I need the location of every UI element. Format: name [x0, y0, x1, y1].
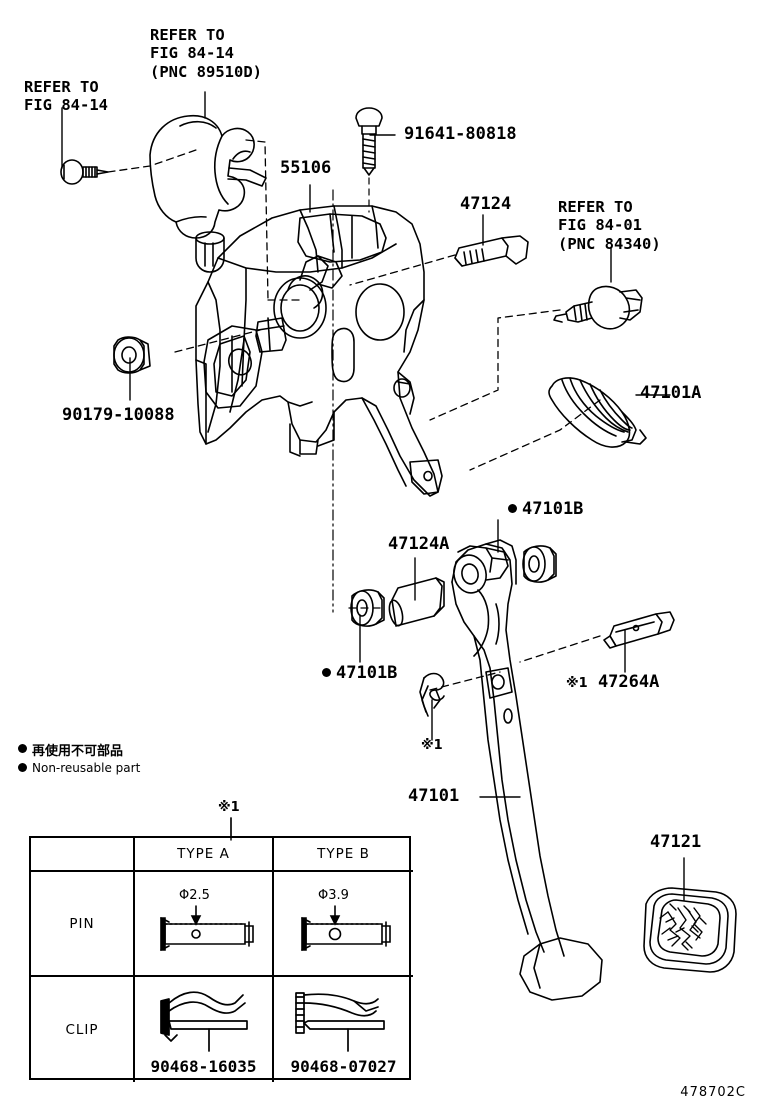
part-clip-star1 [419, 672, 445, 717]
table-header-type-a-label: TYPE A [177, 846, 230, 862]
clip-type-b-icon [295, 992, 385, 1052]
table-cell-clip-type-b: 90468-07027 [274, 977, 413, 1082]
part-number-55106: 55106 [280, 158, 332, 178]
table-row-label-pin: PIN [31, 872, 135, 977]
table-cell-pin-type-a: Φ2.5 [135, 872, 274, 977]
table-header-type-b-label: TYPE B [317, 846, 370, 862]
callout-refer-fig-84-14-left: REFER TO FIG 84-14 [24, 78, 108, 115]
callout-refer-fig-84-01-right: REFER TO FIG 84-01 (PNC 84340) [558, 198, 661, 253]
pin-a-diameter-label: Φ2.5 [179, 888, 210, 903]
part-84340-stop-lamp-switch [553, 285, 643, 330]
table-header-type-b: TYPE B [274, 838, 413, 872]
table-row-label-clip: CLIP [31, 977, 135, 1082]
part-47124-bolt [454, 235, 529, 267]
bolt-91641-80818 [355, 107, 383, 213]
table-cell-clip-type-a: 90468-16035 [135, 977, 274, 1082]
star-marker-table: ※1 [218, 800, 240, 815]
clip-type-a-icon [160, 991, 248, 1052]
leader-lines [61, 91, 685, 901]
pin-type-a-icon [160, 905, 254, 951]
star-marker-pin: ※1 [566, 676, 588, 691]
part-47101A-boot [548, 377, 647, 448]
legend-row-en: Non-reusable part [18, 761, 140, 775]
pin-b-diameter-label: Φ3.9 [318, 888, 349, 903]
callout-refer-fig-84-14-top: REFER TO FIG 84-14 (PNC 89510D) [150, 26, 262, 81]
table-corner-cell [31, 838, 135, 872]
legend-text-en: Non-reusable part [32, 761, 141, 775]
table-row-clip-label: CLIP [65, 1021, 99, 1038]
figure-code: 478702C [680, 1085, 746, 1100]
part-number-47101B-upper: 47101B [508, 499, 583, 519]
part-47264A-pin [603, 611, 675, 649]
part-number-47101A: 47101A [640, 383, 702, 403]
part-47124A-collar [388, 577, 445, 627]
table-cell-pin-type-b: Φ3.9 [274, 872, 413, 977]
table-header-type-a: TYPE A [135, 838, 274, 872]
legend-bullet-icon-en [18, 762, 27, 772]
clip-a-part-number: 90468-16035 [150, 1057, 257, 1076]
bolt-upper-left [60, 159, 109, 185]
legend-block: 再使用不可部品 Non-reusable part [18, 740, 140, 777]
pin-clip-type-table: TYPE A TYPE B PIN Φ2.5 [29, 836, 413, 1082]
legend-bullet-icon-jp [18, 744, 27, 753]
part-number-91641-80818: 91641-80818 [404, 124, 517, 144]
part-number-47124: 47124 [460, 194, 512, 214]
part-55106-pedal-support [195, 205, 443, 497]
part-47101B-bushing-lower [350, 589, 385, 627]
part-number-47121: 47121 [650, 832, 702, 852]
part-number-90179-10088: 90179-10088 [62, 405, 175, 425]
legend-text-jp: 再使用不可部品 [32, 744, 124, 759]
part-90179-10088-nut [113, 336, 151, 374]
star-marker-clip: ※1 [421, 738, 443, 753]
part-47121-pedal-pad [643, 887, 737, 973]
part-number-47101: 47101 [408, 786, 460, 806]
legend-row-jp: 再使用不可部品 [18, 740, 140, 759]
part-number-47124A: 47124A [388, 534, 450, 554]
pin-type-b-icon [301, 905, 391, 951]
clip-b-part-number: 90468-07027 [290, 1057, 397, 1076]
non-reusable-bullet-icon-2 [322, 667, 331, 677]
part-89510D-assembly [149, 114, 267, 273]
part-number-47101B-lower: 47101B [322, 663, 397, 683]
part-47101-pedal-arm [451, 539, 603, 1001]
table-row-pin-label: PIN [69, 915, 95, 932]
part-number-47264A: ※1 47264A [566, 672, 660, 692]
part-47101B-bushing-upper [522, 545, 557, 583]
non-reusable-bullet-icon [508, 503, 517, 513]
